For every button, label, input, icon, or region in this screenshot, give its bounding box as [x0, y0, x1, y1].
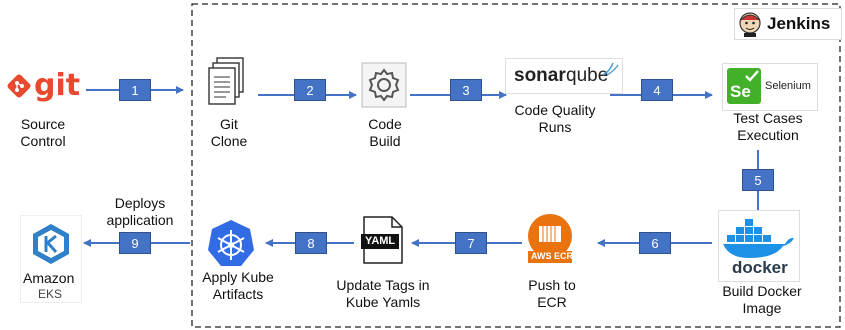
label-line: ECR	[537, 294, 567, 310]
jenkins-butler-icon	[739, 12, 761, 37]
yaml-wordmark: YAML	[365, 235, 396, 247]
selenium-logo: Se Selenium	[722, 63, 818, 111]
source-control-label: Source Control	[20, 116, 65, 150]
docker-whale-icon	[723, 219, 794, 258]
label-line: Push to	[528, 277, 576, 293]
gear-icon	[361, 62, 407, 108]
jenkins-boundary	[191, 3, 841, 328]
label-line: application	[106, 212, 174, 228]
git-logo: git	[4, 67, 84, 107]
label-line: Deploys	[114, 195, 166, 211]
sonarqube-wordmark-qube: qube	[566, 65, 609, 86]
code-build-label: Code Build	[368, 116, 401, 150]
kubernetes-helm-icon	[208, 220, 254, 266]
sonar-waves-icon	[602, 62, 619, 76]
push-ecr-label: Push to ECR	[528, 277, 575, 311]
update-tags-label: Update Tags in Kube Yamls	[336, 277, 429, 311]
test-cases-label: Test Cases Execution	[733, 110, 802, 144]
ecr-container-icon	[528, 214, 572, 263]
apply-kube-label: Apply Kube Artifacts	[202, 269, 274, 303]
label-line: Runs	[538, 119, 572, 135]
check-icon	[745, 70, 759, 82]
file-icon	[361, 216, 403, 264]
code-quality-label: Code Quality Runs	[515, 102, 596, 136]
amazon-wordmark: Amazon	[23, 270, 75, 286]
deploys-label: Deploys application	[107, 195, 174, 229]
yaml-file-icon: YAML	[360, 216, 404, 264]
label-line: Build	[369, 133, 401, 149]
amazon-eks-logo: Amazon EKS	[20, 215, 82, 303]
jenkins-wordmark: Jenkins	[767, 14, 831, 33]
step-badge-4: 4	[641, 79, 673, 101]
step-badge-5: 5	[742, 169, 774, 191]
docker-logo: docker	[718, 210, 800, 282]
git-clone-label: Git Clone	[211, 116, 248, 150]
selenium-mark: Se	[730, 82, 751, 101]
git-wordmark: git	[34, 68, 81, 103]
docker-wordmark: docker	[732, 258, 788, 277]
build-docker-label: Build Docker Image	[722, 283, 801, 317]
selenium-badge: Se	[727, 68, 761, 104]
step-badge-2: 2	[294, 79, 326, 101]
label-line: Clone	[210, 133, 248, 149]
step-badge-3: 3	[450, 79, 482, 101]
step-badge-6: 6	[639, 232, 671, 254]
label-line: Code Quality	[514, 102, 596, 118]
documents-icon	[208, 57, 244, 105]
label-line: Build Docker	[722, 283, 802, 299]
label-line: Apply Kube	[202, 269, 274, 285]
step-badge-9: 9	[119, 232, 151, 254]
eks-wordmark: EKS	[38, 287, 63, 301]
eks-hexagon-icon	[33, 224, 69, 264]
label-line: Source	[20, 116, 66, 132]
label-line: Execution	[737, 127, 799, 143]
step-badge-1: 1	[119, 79, 151, 101]
label-line: Test Cases	[733, 110, 803, 126]
ecr-wordmark: AWS ECR	[531, 251, 574, 261]
step-badge-7: 7	[455, 232, 487, 254]
aws-ecr-logo: AWS ECR	[522, 210, 578, 268]
git-diamond-icon	[7, 74, 31, 98]
label-line: Git	[220, 116, 238, 132]
step-badge-8: 8	[295, 232, 327, 254]
label-line: Artifacts	[212, 286, 264, 302]
label-line: Update Tags in	[336, 277, 430, 293]
label-line: Code	[368, 116, 402, 132]
sonarqube-wordmark-sonar: sonar	[514, 65, 566, 86]
label-line: Image	[742, 300, 782, 316]
label-line: Control	[20, 133, 66, 149]
selenium-wordmark: Selenium	[765, 80, 811, 92]
label-line: Kube Yamls	[345, 294, 421, 310]
jenkins-logo: Jenkins	[734, 8, 842, 40]
sonarqube-logo: sonar qube	[505, 58, 623, 94]
